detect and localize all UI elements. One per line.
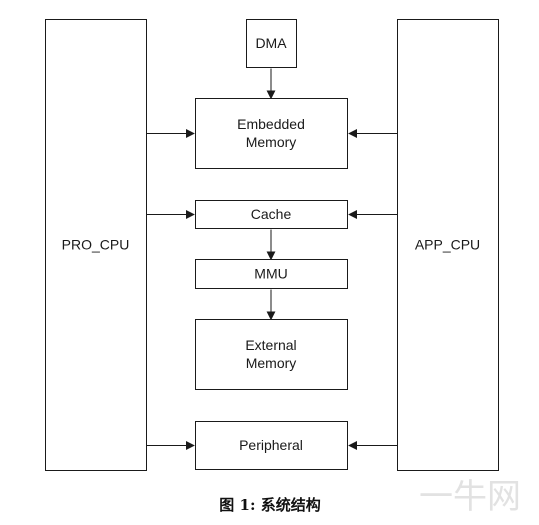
mmu-label: MMU	[254, 266, 287, 282]
dma-label: DMA	[255, 35, 287, 51]
mmu-box	[195, 259, 348, 289]
peripheral-box	[195, 421, 348, 470]
embedded-memory-label: Memory	[246, 134, 297, 150]
external-memory-label: Memory	[246, 355, 297, 371]
watermark: 一牛网	[419, 478, 521, 516]
pro-cpu-box	[45, 19, 147, 471]
pro-cpu-node: PRO_CPU	[45, 19, 147, 471]
cache-box	[195, 200, 348, 229]
app-cpu-node: APP_CPU	[397, 19, 499, 471]
cache-node: Cache	[195, 200, 348, 229]
peripheral-label: Peripheral	[239, 437, 303, 453]
peripheral-node: Peripheral	[195, 421, 348, 470]
figure-caption: 图 1: 系统结构	[219, 496, 320, 514]
cache-label: Cache	[251, 206, 292, 222]
dma-box	[246, 19, 297, 68]
external-memory-box	[195, 319, 348, 390]
embedded-memory-box	[195, 98, 348, 169]
pro-cpu-label: PRO_CPU	[62, 237, 130, 253]
edges	[146, 68, 398, 450]
mmu-node: MMU	[195, 259, 348, 289]
app-cpu-box	[397, 19, 499, 471]
app-cpu-label: APP_CPU	[415, 237, 480, 253]
dma-node: DMA	[246, 19, 297, 68]
embedded-memory-label: Embedded	[237, 116, 305, 132]
external-memory-label: External	[245, 337, 296, 353]
